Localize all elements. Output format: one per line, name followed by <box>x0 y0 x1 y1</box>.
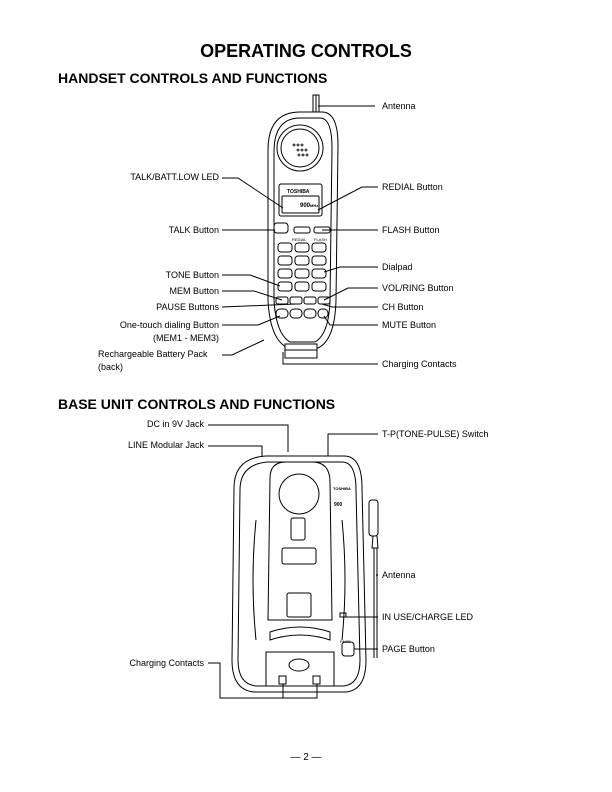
label-page-button: PAGE Button <box>382 644 435 654</box>
label-in-use-charge-led: IN USE/CHARGE LED <box>382 612 474 622</box>
page-title: OPERATING CONTROLS <box>200 41 412 61</box>
label-pause-buttons: PAUSE Buttons <box>156 302 219 312</box>
handset-illustration <box>267 94 339 359</box>
label-tp-switch: T-P(TONE-PULSE) Switch <box>382 429 489 439</box>
label-flash-button: FLASH Button <box>382 225 440 235</box>
handset-flash-key-text: FLASH <box>314 237 327 242</box>
label-mute-button: MUTE Button <box>382 320 437 330</box>
label-vol-ring-button: VOL/RING Button <box>382 283 454 293</box>
label-talk-button: TALK Button <box>168 225 219 235</box>
label-rechargeable-battery: Rechargeable Battery Pack (back) <box>98 349 208 372</box>
label-antenna: Antenna <box>382 101 416 111</box>
label-charging-contacts-base: Charging Contacts <box>129 658 204 668</box>
base-section-heading: BASE UNIT CONTROLS AND FUNCTIONS <box>58 396 336 412</box>
label-one-touch-dialing: One-touch dialing Button (MEM1 - MEM3) <box>119 320 219 343</box>
handset-redial-key-text: REDIAL <box>292 237 307 242</box>
label-line-modular-jack: LINE Modular Jack <box>127 440 204 450</box>
handset-model-text: 900MHz <box>300 203 319 209</box>
label-ch-button: CH Button <box>382 302 424 312</box>
label-charging-contacts-handset: Charging Contacts <box>382 359 457 369</box>
base-model-text: 900 <box>334 502 343 508</box>
label-dialpad: Dialpad <box>382 262 413 272</box>
label-dc-jack: DC in 9V Jack <box>146 419 204 429</box>
handset-section-heading: HANDSET CONTROLS AND FUNCTIONS <box>58 70 328 86</box>
label-talk-batt-low-led: TALK/BATT.LOW LED <box>130 172 219 182</box>
label-antenna-base: Antenna <box>382 570 416 580</box>
base-illustration <box>231 455 379 693</box>
page-number: — 2 — <box>290 752 322 763</box>
base-page-key-text: PAGE <box>340 639 351 644</box>
handset-brand-text: TOSHIBA <box>287 189 310 195</box>
label-redial-button: REDIAL Button <box>382 182 443 192</box>
label-mem-button: MEM Button <box>169 286 219 296</box>
base-brand-text: TOSHIBA <box>333 486 351 491</box>
label-tone-button: TONE Button <box>165 270 219 280</box>
